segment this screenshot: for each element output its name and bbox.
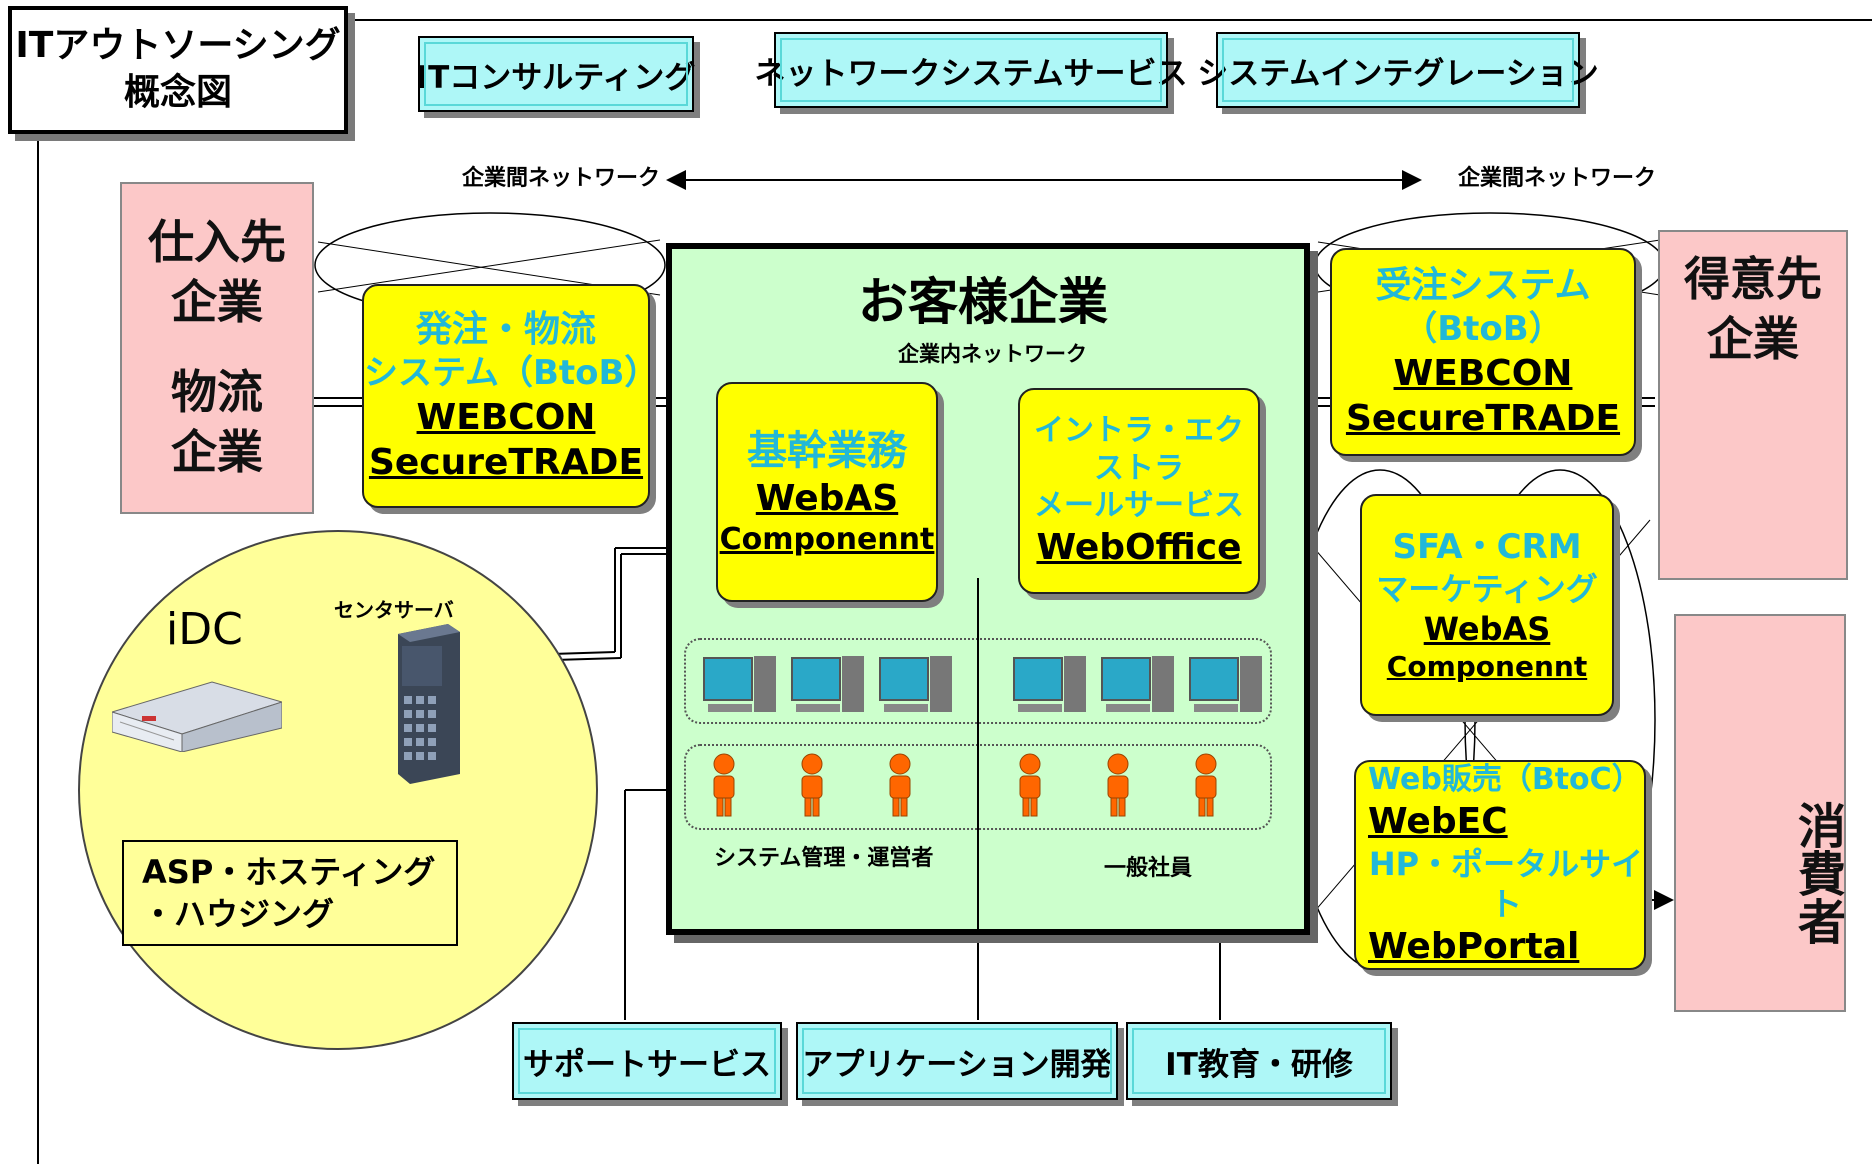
web-sales-product1: WebEC [1368,800,1508,842]
staff-row [700,752,1290,822]
receive-system-line1: 受注システム [1375,265,1591,307]
sfa-line1: SFA・CRM [1392,527,1582,568]
order-receiving-system-box: 受注システム （BtoB） WEBCON SecureTRADE [1330,248,1636,456]
pc-row [700,652,1290,722]
internal-network-label: 企業内ネットワーク [898,342,1087,366]
web-sales-box: Web販売（BtoC） WebEC HP・ポータルサイト WebPortal [1354,760,1646,970]
web-sales-line3: HP・ポータルサイト [1368,844,1644,923]
service-application-development: アプリケーション開発 [796,1022,1118,1100]
service-network-system: ネットワークシステムサービス [754,32,1188,108]
computer-icon [879,656,952,712]
client-line2: 企業 [1707,311,1799,366]
title-line2: 概念図 [123,72,232,113]
supplier-line3: 物流 [171,365,263,419]
service-it-consulting: ITコンサルティング [416,36,696,112]
receive-system-line2: （BtoB） [1403,309,1563,350]
order-logistics-system-box: 発注・物流 システム（BtoB） WEBCON SecureTRADE [362,284,659,508]
diagram-title: ITアウトソーシング 概念図 [8,6,348,134]
client-line1: 得意先 [1684,252,1822,306]
sfa-product1: WebAS [1423,609,1551,648]
order-system-line2: システム（BtoB） [364,353,659,394]
person-icon [1019,753,1041,817]
computer-icon [1189,656,1262,712]
computer-icon [791,656,864,712]
computer-icon [1101,656,1174,712]
sfa-line2: マーケティング [1376,569,1598,608]
order-system-product1: WEBCON [416,396,596,438]
core-business-box: 基幹業務 WebAS Componennt [716,382,938,602]
person-icon [1195,753,1217,817]
inter-company-network-label-right: 企業間ネットワーク [1458,166,1657,191]
service-label: アプリケーション開発 [802,1046,1112,1083]
web-sales-line1: Web販売（BtoC） [1368,762,1642,798]
asp-line2: ・ハウジング [142,894,335,933]
service-label: IT教育・研修 [1165,1046,1353,1083]
service-label: ITコンサルティング [416,59,696,96]
consumer-label: 消費者 [1789,801,1845,945]
intranet-box: イントラ・エクストラ メールサービス WebOffice [1018,388,1260,594]
inter-company-network-label-left: 企業間ネットワーク [462,166,661,191]
person-icon [889,753,911,817]
sfa-crm-box: SFA・CRM マーケティング WebAS Componennt [1360,494,1614,716]
asp-line1: ASP・ホスティング [142,853,436,891]
core-business-product1: WebAS [755,477,899,519]
server-icon [388,624,460,784]
department-divider [977,578,979,934]
receive-system-product2: SecureTRADE [1345,397,1621,439]
service-system-integration: システムインテグレーション [1197,32,1599,108]
idc-label: iDC [166,604,243,655]
supplier-line2: 企業 [171,275,263,330]
person-icon [713,753,735,817]
general-staff-label: 一般社員 [1104,856,1193,881]
service-label: サポートサービス [523,1046,771,1083]
intranet-line1: イントラ・エクストラ [1034,413,1244,486]
order-system-product2: SecureTRADE [368,441,644,483]
computer-icon [1013,656,1086,712]
receive-system-product1: WEBCON [1393,352,1573,394]
service-support: サポートサービス [512,1022,782,1100]
person-icon [801,753,823,817]
sfa-product2: Componennt [1386,649,1588,683]
intranet-product: WebOffice [1036,526,1242,568]
service-label: ネットワークシステムサービス [754,55,1188,92]
supplier-line1: 仕入先 [148,215,286,270]
data-center-building-icon [110,672,284,753]
service-label: システムインテグレーション [1197,55,1599,92]
consumer-box: 消費者 [1674,614,1846,1012]
customer-company-title: お客様企業 [858,273,1108,331]
intranet-line2: メールサービス [1034,488,1244,524]
web-sales-product2: WebPortal [1368,925,1580,967]
supplier-box: 仕入先 企業 物流 企業 [120,182,314,514]
person-icon [1107,753,1129,817]
idc-area [78,530,598,1050]
title-line1: ITアウトソーシング [15,25,341,67]
supplier-line4: 企業 [171,424,263,479]
client-company-box: 得意先 企業 [1658,230,1848,580]
service-it-education: IT教育・研修 [1126,1022,1392,1100]
computer-icon [703,656,776,712]
admin-staff-label: システム管理・運営者 [714,846,934,871]
core-business-line1: 基幹業務 [747,427,907,474]
center-server-label: センタサーバ [334,598,454,622]
order-system-line1: 発注・物流 [415,309,596,351]
core-business-product2: Componennt [719,521,935,557]
asp-hosting-box: ASP・ホスティング ・ハウジング [122,840,458,946]
